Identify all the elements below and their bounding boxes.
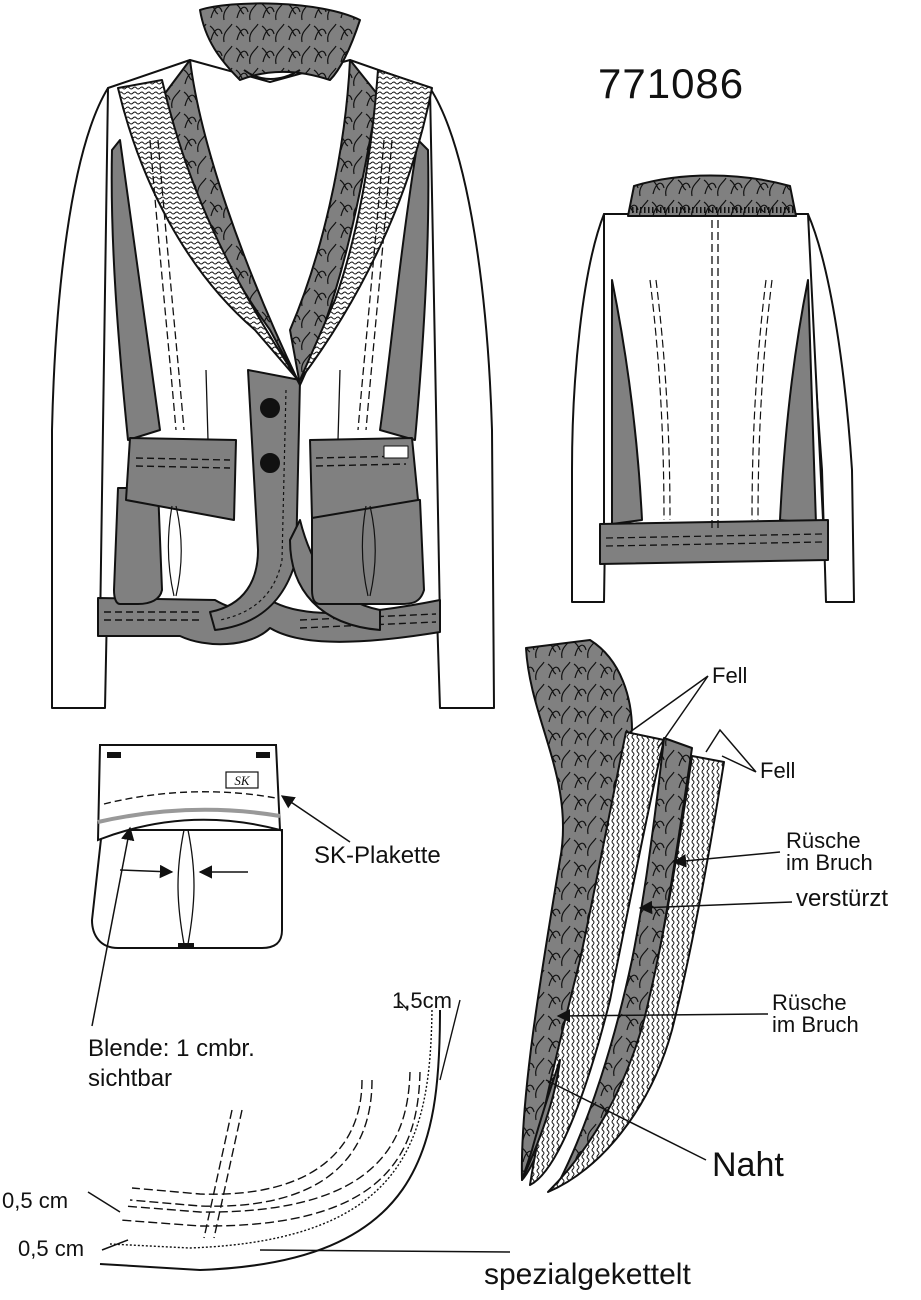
label-verstuerzt: verstürzt (796, 885, 889, 912)
leader-fell-2 (705, 728, 757, 773)
ruffle-layer-inner (529, 731, 665, 1186)
back-right-panel (779, 279, 817, 525)
pocket-left (113, 437, 237, 605)
label-measure-1-5cm: 1,5cm (392, 988, 452, 1013)
leader-verstuerzt (638, 900, 793, 915)
label-measure-0-5cm-a: 0,5 cm (2, 1188, 69, 1213)
label-fell-1: Fell (712, 663, 748, 688)
pocket-bag (90, 829, 283, 949)
collar-fur (199, 2, 361, 81)
jacket-back (571, 174, 855, 603)
label-measure-0-5cm-b: 0,5 cm (18, 1236, 85, 1261)
lapel-right-ruffle (299, 69, 433, 381)
leader-spezial (259, 1249, 511, 1253)
pocket-right (309, 437, 425, 605)
leader-05-a (87, 1191, 121, 1213)
sk-plaque-text: SK (234, 773, 251, 788)
leader-05-b (101, 1239, 129, 1251)
lapel-left-ruffle (117, 79, 299, 381)
collar-section-detail (520, 639, 725, 1193)
left-side-panel (110, 139, 161, 441)
back-left-panel (611, 279, 643, 525)
leader-blende (91, 826, 135, 1027)
leader-sk-plakette (280, 795, 351, 843)
label-fell-2: Fell (760, 758, 796, 783)
label-ruesche-im-bruch-1: Rüsche im Bruch (786, 828, 873, 875)
center-back-seam (711, 220, 719, 530)
button-lower (260, 453, 280, 473)
back-hem-band (599, 519, 829, 565)
pocket-detail: SK (90, 744, 283, 949)
jacket-front (51, 2, 495, 709)
label-naht: Naht (712, 1146, 784, 1184)
button-upper (260, 398, 280, 418)
front-placket (209, 369, 301, 631)
pocket-flap (96, 744, 282, 842)
label-sk-plakette: SK-Plakette (314, 842, 441, 869)
label-ruesche-im-bruch-2: Rüsche im Bruch (772, 990, 859, 1037)
back-collar (627, 174, 797, 217)
leader-naht (545, 1079, 707, 1161)
hem-outer (99, 1009, 441, 1272)
leader-lines (87, 675, 793, 1253)
right-side-panel (379, 139, 430, 441)
back-left-sleeve (571, 213, 613, 603)
hem-corner-detail (99, 999, 461, 1272)
leader-ruesche-2 (556, 1009, 769, 1023)
label-spezialgekettelt: spezialgekettelt (484, 1258, 691, 1291)
leader-ruesche-1 (672, 851, 781, 868)
label-blende: Blende: 1 cmbr. sichtbar (88, 1035, 255, 1092)
model-number: 771086 (598, 60, 745, 107)
sk-plaque (225, 771, 259, 789)
lapel-right-fur (289, 59, 379, 386)
back-right-sleeve (807, 213, 855, 603)
fold-strip (521, 1059, 561, 1181)
leader-fell-1 (629, 675, 709, 749)
